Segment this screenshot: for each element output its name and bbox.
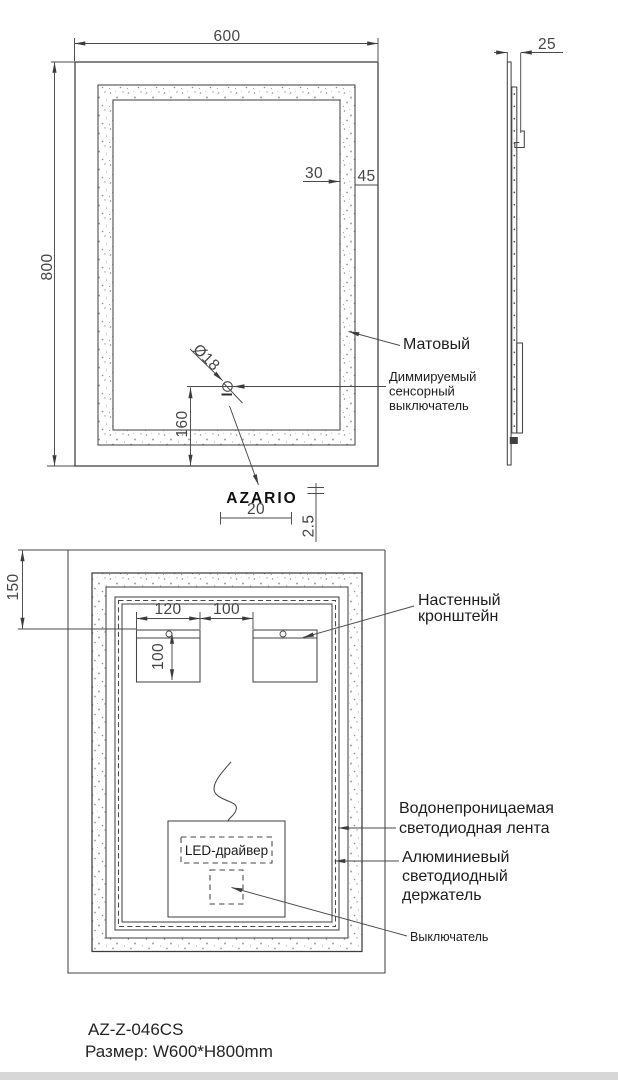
bracket-label-line2: кронштейн <box>418 608 498 625</box>
dim-sensor-dia-text: Ø18 <box>189 341 223 375</box>
matte-label: Матовый <box>403 336 470 353</box>
switch-dashed-box <box>209 869 244 905</box>
dim-sensor-height-160: 160 <box>174 387 193 466</box>
side-view: 25 <box>494 36 563 466</box>
dim-logo-width-text: 20 <box>247 501 265 518</box>
dim-bracket-width-text: 120 <box>154 601 181 618</box>
dimmable-label-line3: выключатель <box>389 398 469 413</box>
dimmable-switch-annotation: Диммируемый сенсорный выключатель <box>389 369 476 413</box>
bracket-label-line1: Настенный <box>418 592 501 609</box>
rear-band-inner <box>105 586 349 939</box>
front-view: 600 800 30 45 Ø18 <box>39 28 476 542</box>
rear-view: 150 120 100 100 LED-драйвер Настенный к <box>5 549 554 974</box>
mirror-outline <box>74 61 379 467</box>
strip-label-line1: Водонепроницаемая <box>399 800 554 817</box>
dim-top-offset-150: 150 <box>5 550 137 630</box>
dimmable-label-line1: Диммируемый <box>389 369 476 384</box>
sensor-switch: Ø18 <box>187 341 386 404</box>
dimmable-label-line2: сенсорный <box>389 384 455 399</box>
matte-annotation: Матовый <box>348 331 470 353</box>
dim-width-text: 600 <box>213 28 240 45</box>
sensor-dia-leader <box>189 348 224 382</box>
dim-depth-25: 25 <box>494 36 563 55</box>
dim-logo-width-20: 20 <box>220 501 292 525</box>
driver-box <box>167 820 286 918</box>
size-caption: Размер: W600*H800mm <box>85 1042 273 1061</box>
sensor-circle <box>222 381 233 392</box>
dim-bracket-gap-100: 100 <box>199 601 254 621</box>
dim-height-text: 800 <box>39 253 56 280</box>
frosted-band-outer <box>97 84 356 446</box>
switch-label: Выключатель <box>410 930 488 944</box>
side-glass <box>506 61 512 466</box>
wall-bracket-left <box>135 629 201 683</box>
power-cable <box>213 761 237 822</box>
keyhole-slot-right <box>279 630 287 638</box>
led-strip-annotation: Водонепроницаемая светодиодная лента <box>337 800 554 837</box>
brand-logo-text: AZARIO <box>226 490 297 507</box>
dim-width-600: 600 <box>74 28 379 61</box>
dim-sensor-height-text: 160 <box>174 410 191 437</box>
dim-bracket-height-text: 100 <box>150 643 167 670</box>
dim-edge-offset-45: 45 <box>355 168 378 186</box>
dim-height-800: 800 <box>39 61 75 467</box>
side-bottom-bracket <box>516 342 524 434</box>
model-number: AZ-Z-046CS <box>88 1020 183 1039</box>
footer: AZ-Z-046CS Размер: W600*H800mm <box>0 1020 618 1080</box>
wall-bracket-right <box>252 629 318 683</box>
dim-top-offset-text: 150 <box>5 573 22 600</box>
sensor-arrowhead <box>233 384 245 389</box>
page-bottom-strip <box>0 1072 618 1080</box>
frosted-band-inner <box>112 99 341 431</box>
dim-logo-height-2-5: 2.5 <box>301 483 324 542</box>
keyhole-slot-left <box>165 630 173 638</box>
holder-annotation: Алюминиевый светодиодный держатель <box>334 849 509 904</box>
led-holder-outer <box>114 596 340 931</box>
holder-label-line2: светодиодный <box>402 868 508 885</box>
dim-depth-text: 25 <box>538 36 556 53</box>
dim-bracket-gap-text: 100 <box>213 601 240 618</box>
led-strip-dashed <box>117 599 337 928</box>
wall-outline <box>18 549 386 974</box>
dim-edge-offset-text: 45 <box>357 168 375 185</box>
dim-frost-band-text: 30 <box>305 165 323 182</box>
side-back-panel <box>511 86 518 434</box>
rear-mirror-outline <box>91 572 363 953</box>
rear-frost-stipple <box>92 573 362 952</box>
bracket-annotation: Настенный кронштейн <box>302 592 501 638</box>
dim-logo-height-text: 2.5 <box>301 515 318 538</box>
led-holder-inner <box>121 603 333 923</box>
dim-frost-band-30: 30 <box>303 165 340 184</box>
led-driver-label: LED-драйвер <box>185 843 268 858</box>
holder-label-line1: Алюминиевый <box>402 849 509 866</box>
strip-label-line2: светодиодная лента <box>399 820 550 837</box>
side-top-hook <box>514 130 525 149</box>
led-driver-dashed-box <box>180 836 273 864</box>
switch-annotation: Выключатель <box>231 887 488 944</box>
dim-bracket-height-100: 100 <box>150 632 175 681</box>
logo-detail: AZARIO 20 2.5 <box>220 405 324 542</box>
side-end-cap <box>509 437 518 444</box>
holder-label-line3: держатель <box>402 887 482 904</box>
